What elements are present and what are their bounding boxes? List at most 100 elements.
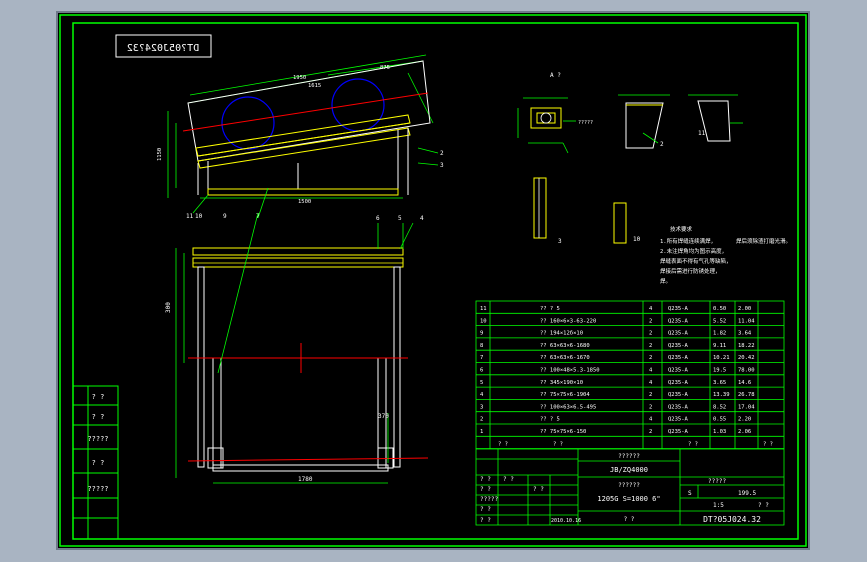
bom-header-c1: ? ? xyxy=(498,441,508,447)
tb-cell-3: ? ? xyxy=(503,476,514,483)
bom-cell-mat: Q235-A xyxy=(668,318,689,324)
bom-cell-w1: 0.55 xyxy=(713,417,726,423)
bom-header-c4: ? ? xyxy=(763,441,773,447)
tb-cell-6: ? ? xyxy=(480,517,491,524)
bom-cell-no: 8 xyxy=(480,343,483,349)
bom-cell-qty: 4 xyxy=(649,417,653,423)
tech-line-4: 焊接后需进行防锈处理， xyxy=(660,267,721,275)
bom-cell-no: 5 xyxy=(480,380,483,386)
bom-cell-mat: Q235-A xyxy=(668,331,689,337)
drawing-sheet: DT?05J024?32 ? ? ? ? ????? ? ? ????? 195… xyxy=(56,11,810,550)
left-label-4: ? ? xyxy=(92,459,105,467)
bom-cell-w2: 14.6 xyxy=(738,380,751,386)
bom-cell-qty: 4 xyxy=(649,306,653,312)
tech-title: 技术要求 xyxy=(670,225,693,233)
bom-cell-mat: Q235-A xyxy=(668,343,689,349)
left-label-1: ? ? xyxy=(92,393,105,401)
bom-cell-name: ?? 100×63×6.5-495 xyxy=(540,404,596,410)
bom-cell-w2: 26.78 xyxy=(738,392,755,398)
dim-1615: 1615 xyxy=(308,83,321,89)
dim-1500: 1500 xyxy=(298,199,311,205)
bom-cell-w2: 2.20 xyxy=(738,417,751,423)
tb-cell-5: ? ? xyxy=(480,506,491,513)
callout-4: 4 xyxy=(420,215,424,222)
bom-cell-name: ?? 63×63×6-1680 xyxy=(540,343,590,349)
exciter-circle-left xyxy=(221,96,275,150)
bom-cell-no: 6 xyxy=(480,368,483,374)
technical-requirements: 技术要求 1.所有焊缝连续满焊， 2.未注焊角均为图示高度， 焊缝表面不得有气孔… xyxy=(660,225,791,285)
bom-cell-name: ?? 160×6×3-63-220 xyxy=(540,318,596,324)
bom-cell-qty: 2 xyxy=(649,318,652,324)
stage-value: S xyxy=(688,490,692,497)
tech-line-1: 1.所有焊缝连续满焊， xyxy=(660,237,716,245)
dim-1950: 1950 xyxy=(293,75,306,81)
bom-cell-name: ?? ? 5 xyxy=(540,417,560,423)
bom-cell-name: ?? 194×12δ×10 xyxy=(540,331,583,337)
left-label-3: ????? xyxy=(87,435,108,443)
bom-cell-w1: 5.52 xyxy=(713,318,726,324)
bom-cell-w1: 9.11 xyxy=(713,343,726,349)
tech-line-3: 焊缝表面不得有气孔等缺陷， xyxy=(660,257,732,265)
dim-1150: 1150 xyxy=(157,148,163,161)
bom-cell-qty: 2 xyxy=(649,429,652,435)
bom-cell-name: ?? 75×75×6-150 xyxy=(540,429,586,435)
bom-cell-w1: 1.03 xyxy=(713,429,726,435)
bom-cell-w1: 0.50 xyxy=(713,306,726,312)
company-name: ?????? xyxy=(618,453,640,460)
bom-header-c2: ? ? xyxy=(553,441,563,447)
title-block-text: ?????? JB/ZQ4000 ?????? 1205G S=1000 6" … xyxy=(480,453,769,524)
standard-no: JB/ZQ4000 xyxy=(610,466,648,474)
callout-5: 5 xyxy=(398,215,402,222)
product-label: ?????? xyxy=(618,482,640,489)
title-block xyxy=(475,448,785,526)
drawing-number: DT?05J024.32 xyxy=(703,515,761,524)
left-revision-strip xyxy=(72,385,119,540)
tech-line-5: 焊。 xyxy=(660,277,671,285)
callout-detail-10: 10 xyxy=(633,236,641,243)
bom-cell-qty: 4 xyxy=(649,380,653,386)
callout-6: 6 xyxy=(376,215,380,222)
bom-cell-no: 10 xyxy=(480,318,487,324)
bom-cell-qty: 2 xyxy=(649,392,652,398)
bom-cell-mat: Q235-A xyxy=(668,380,689,386)
bom-cell-qty: 2 xyxy=(649,355,652,361)
bom-cell-w2: 3.64 xyxy=(738,331,752,337)
bom-cell-no: 2 xyxy=(480,417,483,423)
tb-cell-1: ? ? xyxy=(480,476,491,483)
tb-cell-4: ????? xyxy=(480,496,498,503)
front-view-frame: 1780 370 300 6 5 4 xyxy=(165,212,429,484)
side-view-assembly: 1950 1615 875 1150 1500 xyxy=(157,54,444,220)
bom-cell-name: ?? 345×190×10 xyxy=(540,380,583,386)
stamp-text: DT?05J024?32 xyxy=(127,43,199,54)
callout-9: 9 xyxy=(223,213,227,220)
stamp-box xyxy=(115,34,212,58)
product-name: 1205G S=1000 6" xyxy=(597,495,660,503)
bom-cell-no: 9 xyxy=(480,331,483,337)
sheet-label: ? ? xyxy=(758,502,769,509)
callout-10: 10 xyxy=(195,213,203,220)
bom-cell-name: ?? 75×75×6-1904 xyxy=(540,392,590,398)
bom-cell-w2: 2.00 xyxy=(738,306,751,312)
dim-300: 300 xyxy=(165,302,172,313)
bom-cell-w2: 20.42 xyxy=(738,355,755,361)
bom-cell-mat: Q235-A xyxy=(668,429,689,435)
bom-cell-mat: Q235-A xyxy=(668,417,689,423)
bom-cell-mat: Q235-A xyxy=(668,306,689,312)
tech-side-note: 焊后须除渣打磨光滑。 xyxy=(736,237,791,245)
callout-11: 11 xyxy=(186,213,194,220)
bom-cell-w2: 18.22 xyxy=(738,343,755,349)
tb-date: 2010.10.16 xyxy=(551,518,581,524)
bom-cell-w1: 3.65 xyxy=(713,380,726,386)
bom-cell-qty: 2 xyxy=(649,331,652,337)
bom-cell-w1: 13.39 xyxy=(713,392,730,398)
tb-sign: ? ? xyxy=(533,486,544,493)
bom-cell-w2: 17.04 xyxy=(738,404,755,410)
tech-line-2: 2.未注焊角均为图示高度， xyxy=(660,247,727,255)
bom-cell-w1: 10.21 xyxy=(713,355,730,361)
scale-value: 1:5 xyxy=(713,502,724,509)
section-label: A ? xyxy=(550,72,561,79)
bom-cell-name: ?? ? 5 xyxy=(540,306,560,312)
bom-cell-w1: 19.5 xyxy=(713,368,726,374)
bom-cell-w2: 78.00 xyxy=(738,368,755,374)
bom-cell-name: ?? 63×63×6-1670 xyxy=(540,355,590,361)
